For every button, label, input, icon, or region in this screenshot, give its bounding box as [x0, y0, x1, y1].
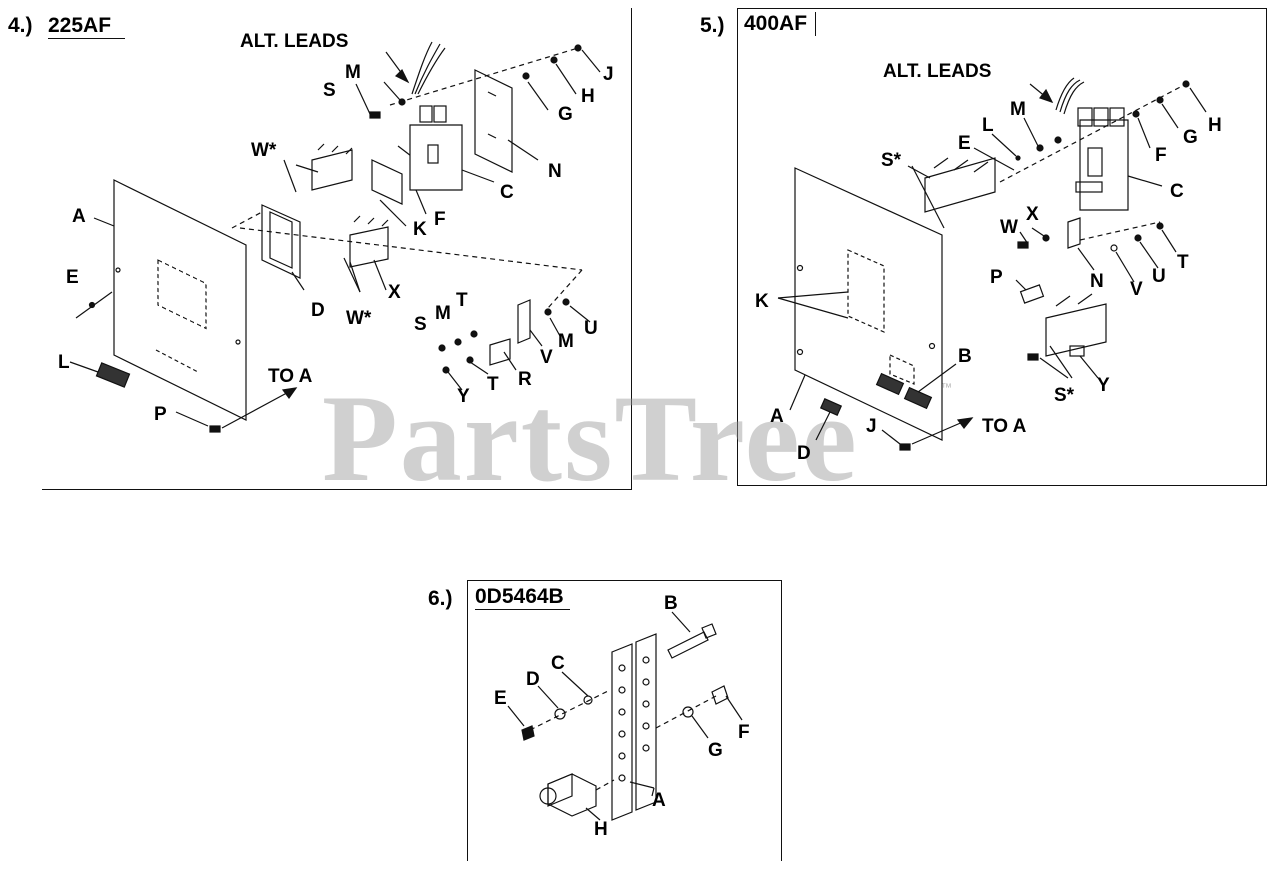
label-l: L [58, 352, 70, 373]
label-f: F [1155, 145, 1167, 166]
panel-4-drawing [69, 41, 601, 433]
label-k: K [413, 219, 427, 240]
panel-6-labels: B C D E F G A H [494, 593, 750, 840]
label-to-a: TO A [268, 366, 313, 387]
label-t: T [456, 290, 468, 311]
label-y: Y [1097, 375, 1110, 396]
panel-5-number: 5.) [700, 14, 725, 37]
label-v: V [540, 347, 553, 368]
label-l: L [982, 115, 994, 136]
label-g: G [558, 104, 573, 125]
panel-5-drawing [777, 77, 1207, 451]
label-m-right: M [558, 331, 574, 352]
panel-4-labels: ALT. LEADS M S J H G W* N C F K A E D X … [58, 31, 614, 425]
label-s-star: S* [881, 150, 902, 171]
label-s-lower: S [414, 314, 427, 335]
label-m-lower: M [435, 303, 451, 324]
label-y: Y [457, 386, 470, 407]
label-j: J [603, 64, 614, 85]
label-b: B [958, 346, 972, 367]
panel-4-frame [42, 8, 632, 490]
label-h: H [1208, 115, 1222, 136]
label-s-star-lower: S* [1054, 385, 1075, 406]
label-u: U [1152, 266, 1166, 287]
label-to-a: TO A [982, 416, 1027, 437]
panel-6-drawing [507, 611, 743, 821]
label-t-lower: T [487, 374, 499, 395]
panel-5-frame [737, 8, 1267, 486]
panel-6-frame [467, 580, 782, 861]
label-n: N [1090, 271, 1104, 292]
label-alt-leads: ALT. LEADS [240, 31, 348, 52]
panel-6-number: 6.) [428, 587, 453, 610]
label-w-star-lower: W* [346, 308, 372, 329]
label-h: H [581, 86, 595, 107]
label-x: X [388, 282, 401, 303]
label-v: V [1130, 279, 1143, 300]
label-p: P [990, 267, 1003, 288]
panel-5-model: 400AF [744, 12, 817, 36]
panel-4-model: 225AF [48, 14, 126, 39]
watermark-trademark: ™ [941, 382, 952, 394]
label-a: A [72, 206, 86, 227]
label-f: F [434, 209, 446, 230]
partstree-watermark: PartsTree [322, 370, 859, 507]
label-x: X [1026, 204, 1039, 225]
label-b: B [664, 593, 678, 614]
label-c: C [551, 653, 565, 674]
label-g: G [708, 740, 723, 761]
label-g: G [1183, 127, 1198, 148]
label-a: A [770, 406, 784, 427]
label-m: M [345, 62, 361, 83]
label-e: E [494, 688, 507, 709]
panel-5-labels: ALT. LEADS M L E H G F S* C W X T U V N … [755, 61, 1222, 464]
label-alt-leads: ALT. LEADS [883, 61, 991, 82]
label-k: K [755, 291, 769, 312]
label-s: S [323, 80, 336, 101]
label-d: D [797, 443, 811, 464]
label-m: M [1010, 99, 1026, 120]
label-c: C [500, 182, 514, 203]
label-j: J [866, 416, 877, 437]
label-w: W [1000, 217, 1018, 238]
label-a: A [652, 790, 666, 811]
label-u: U [584, 318, 598, 339]
panel-6-model: 0D5464B [475, 585, 570, 610]
label-e: E [958, 133, 971, 154]
label-f: F [738, 722, 750, 743]
label-d: D [526, 669, 540, 690]
label-p: P [154, 404, 167, 425]
panel-4-number: 4.) [8, 14, 33, 37]
label-r: R [518, 369, 532, 390]
label-n: N [548, 161, 562, 182]
label-e: E [66, 267, 79, 288]
label-t: T [1177, 252, 1189, 273]
label-d: D [311, 300, 325, 321]
label-h: H [594, 819, 608, 840]
label-c: C [1170, 181, 1184, 202]
label-w-star: W* [251, 140, 277, 161]
